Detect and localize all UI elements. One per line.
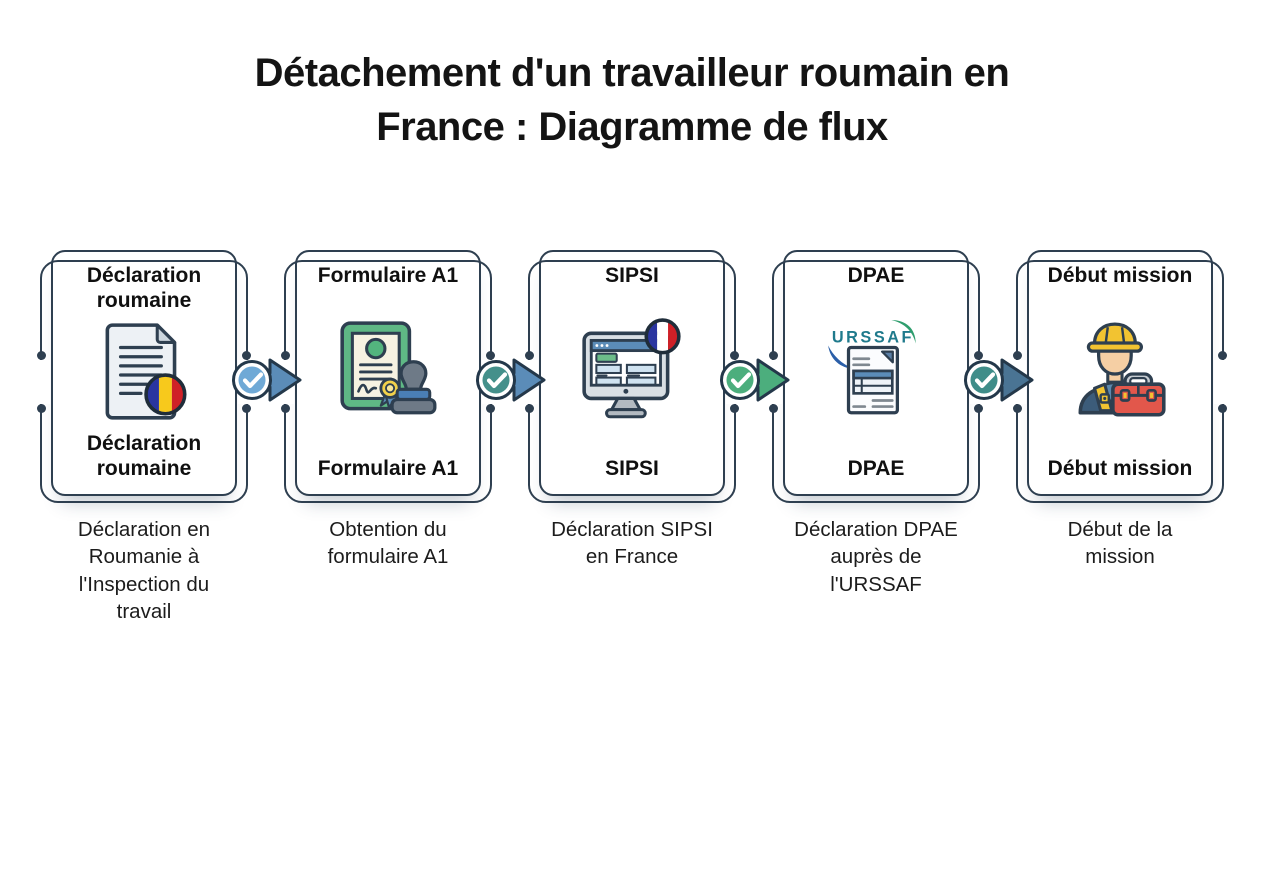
stack-edge-dot [730, 404, 739, 413]
step-caption: Déclaration en Roumanie à l'Inspection d… [77, 518, 211, 623]
construction-worker-toolbox-icon [1078, 322, 1166, 417]
step-debut-mission: Début mission [1006, 250, 1234, 625]
urssaf-logo-text: URSSAF [832, 328, 914, 346]
romanian-document-icon [105, 323, 187, 420]
stack-edge-dot [37, 404, 46, 413]
stack-edge-dot [37, 351, 46, 360]
hard-hat-icon [1092, 322, 1137, 346]
step-caption: Obtention du formulaire A1 [327, 518, 449, 569]
urssaf-blue-swoosh-icon [828, 345, 854, 369]
stack-edge-dot [730, 351, 739, 360]
card-title-bottom: Formulaire A1 [317, 457, 459, 481]
stack-edge-dot [769, 404, 778, 413]
stack-edge-dot [1218, 404, 1227, 413]
card-sipsi: SIPSI [518, 250, 746, 503]
card-formulaire-a1: Formulaire A1 [274, 250, 502, 503]
stack-edge-dot [769, 351, 778, 360]
flow-arrow-2 [476, 358, 546, 402]
icon-wrap [576, 289, 688, 457]
sipsi-monitor-icon [582, 318, 681, 419]
card-dpae: DPAE URSSAF DPAE [762, 250, 990, 503]
card-title-bottom: Début mission [1047, 457, 1193, 481]
flow-arrow-1 [232, 358, 302, 402]
france-flag-icon [646, 320, 679, 353]
stack-edge-dot [525, 351, 534, 360]
card-title-top: Formulaire A1 [317, 264, 459, 287]
stack-edge-dot [974, 404, 983, 413]
card-title-bottom: DPAE [847, 457, 905, 481]
page-title: Détachement d'un travailleur roumain en … [254, 51, 1010, 149]
step-sipsi: SIPSI [518, 250, 746, 625]
stack-edge-dot [281, 404, 290, 413]
step-caption: Début de la mission [1067, 518, 1173, 569]
stack-edge-dot [281, 351, 290, 360]
check-circle-icon [482, 366, 510, 394]
icon-wrap: URSSAF [820, 289, 932, 457]
stack-edge-dot [242, 404, 251, 413]
a1-certificate-stamp-icon [340, 321, 437, 415]
check-circle-icon [726, 366, 754, 394]
urssaf-green-swoosh-icon [891, 320, 916, 344]
card-declaration-roumaine: Déclaration roumaine [30, 250, 258, 503]
check-icon [730, 372, 752, 389]
stack-edge-dot [1013, 404, 1022, 413]
step-dpae: DPAE URSSAF DPAE [762, 250, 990, 625]
stack-edge-dot [525, 404, 534, 413]
stamp-icon [399, 360, 428, 391]
card-title-top: Déclaration roumaine [86, 264, 202, 312]
check-icon [974, 372, 996, 389]
stack-edge-dot [486, 351, 495, 360]
card-title-top: Début mission [1047, 264, 1193, 287]
stack-edge-gap [30, 360, 50, 404]
flow-arrow-3 [720, 358, 790, 402]
card-title-bottom: Déclaration roumaine [86, 432, 202, 481]
check-icon [242, 372, 264, 389]
step-declaration-roumaine: Déclaration roumaine [30, 250, 258, 625]
stack-edge-dot [1218, 351, 1227, 360]
step-caption: Déclaration DPAE auprès de l'URSSAF [794, 518, 958, 596]
card-title-bottom: SIPSI [605, 457, 659, 481]
flow-arrow-4 [964, 358, 1034, 402]
stack-edge-dot [486, 404, 495, 413]
flow-container: Déclaration roumaine [0, 250, 1264, 625]
icon-wrap [88, 314, 200, 433]
icon-wrap [332, 289, 444, 457]
card-debut-mission: Début mission [1006, 250, 1234, 503]
check-circle-icon [970, 366, 998, 394]
check-icon [486, 372, 508, 389]
icon-wrap [1064, 289, 1176, 457]
step-caption: Déclaration SIPSI en France [551, 518, 713, 569]
flow-diagram-page: { "page": { "title": "Détachement d'un t… [0, 46, 1264, 894]
stack-edge-dot [242, 351, 251, 360]
card-title-top: DPAE [847, 264, 905, 287]
check-circle-icon [238, 366, 266, 394]
stack-edge-dot [1013, 351, 1022, 360]
step-formulaire-a1: Formulaire A1 [274, 250, 502, 625]
card-title-top: SIPSI [605, 264, 659, 287]
stack-edge-dot [974, 351, 983, 360]
stack-edge-gap [1214, 360, 1234, 404]
urssaf-dpae-form-icon: URSSAF [828, 320, 916, 415]
